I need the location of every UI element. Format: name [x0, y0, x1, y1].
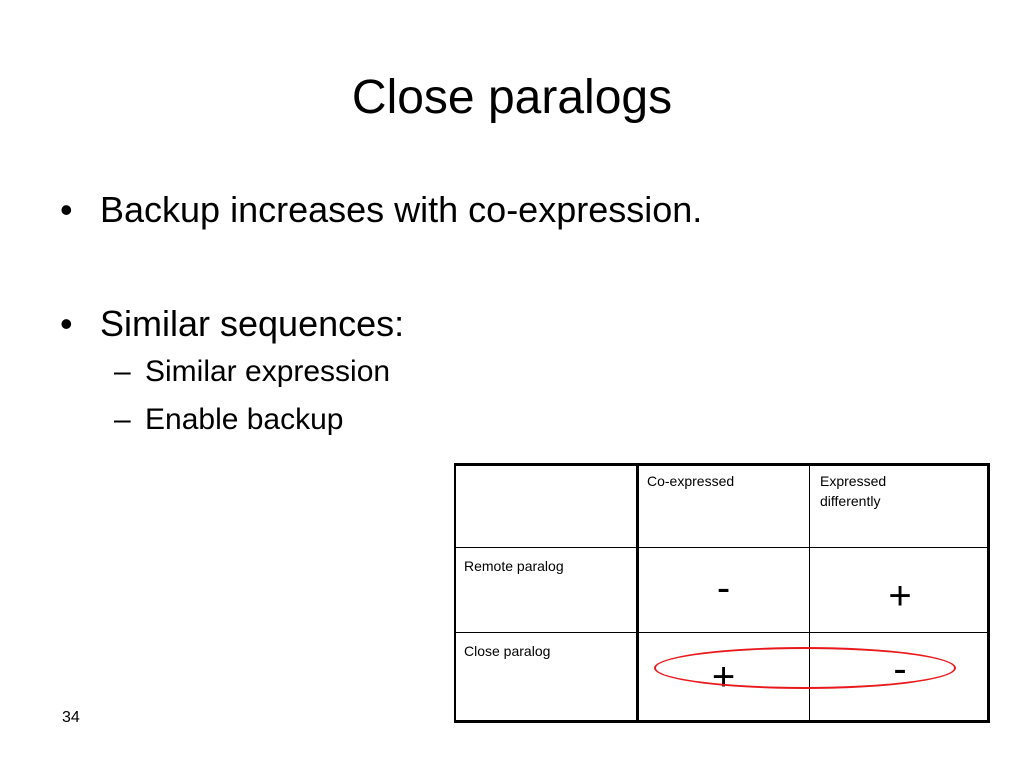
slide-number: 34	[62, 709, 80, 726]
row-header-remote-paralog: Remote paralog	[454, 548, 637, 633]
table-divider-row-2	[454, 632, 990, 633]
table-divider-row-1	[454, 547, 990, 548]
sub-bullet-enable-backup: – Enable backup	[60, 396, 960, 444]
table-border-bottom	[454, 720, 990, 723]
bullet-spacer	[60, 234, 960, 300]
bullet-marker: •	[60, 189, 73, 230]
bullet-list: • Backup increases with co-expression. •…	[60, 186, 960, 444]
table-border-top	[454, 463, 990, 466]
sub-bullet-marker: –	[114, 403, 131, 436]
table-border-right	[987, 463, 990, 723]
table-divider-col-1	[636, 463, 639, 723]
row-label: Close paralog	[464, 643, 551, 659]
row-header-close-paralog: Close paralog	[454, 633, 637, 723]
sub-bullet-text: Similar expression	[145, 355, 391, 388]
table-corner-cell	[454, 463, 637, 548]
sub-bullet-marker: –	[114, 355, 131, 388]
paralog-expression-table: Co-expressed Expressed differently Remot…	[454, 463, 990, 723]
cell-close-co-expressed: +	[637, 633, 810, 723]
sign-value: -	[893, 647, 907, 691]
bullet-similar-sequences: • Similar sequences:	[60, 300, 960, 348]
slide-title: Close paralogs	[351, 71, 673, 124]
cell-remote-co-expressed: -	[637, 548, 810, 633]
bullet-backup: • Backup increases with co-expression.	[60, 186, 960, 234]
sign-value: -	[716, 566, 731, 610]
column-header: Co-expressed	[647, 473, 735, 489]
sign-value: +	[888, 574, 912, 618]
header-expressed-differently: Expressed differently	[810, 463, 990, 548]
sub-bullet-similar-expression: – Similar expression	[60, 348, 960, 396]
row-label: Remote paralog	[464, 558, 564, 574]
header-co-expressed: Co-expressed	[637, 463, 810, 548]
cell-remote-expressed-differently: +	[810, 548, 990, 633]
bullet-marker: •	[60, 303, 73, 344]
table-divider-col-2	[809, 463, 810, 723]
bullet-text: Similar sequences:	[100, 303, 405, 344]
sub-bullet-text: Enable backup	[145, 403, 344, 436]
cell-close-expressed-differently: -	[810, 633, 990, 723]
table-border-left	[454, 463, 456, 723]
bullet-text: Backup increases with co-expression.	[100, 189, 703, 230]
sign-value: +	[711, 655, 736, 699]
column-header: Expressed differently	[820, 473, 887, 509]
